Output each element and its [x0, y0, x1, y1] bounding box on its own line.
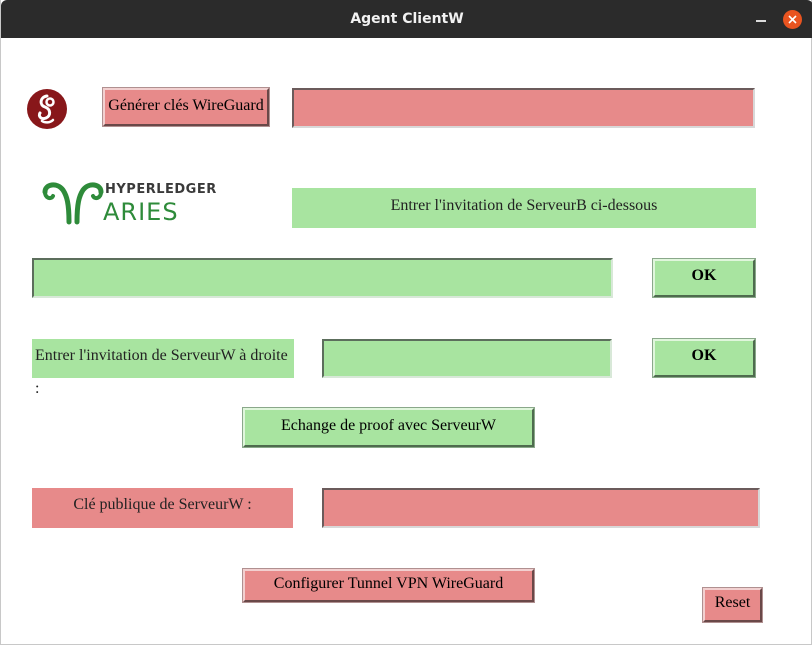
reset-button[interactable]: Reset [702, 587, 763, 623]
close-icon[interactable] [783, 10, 802, 29]
proof-exchange-button[interactable]: Echange de proof avec ServeurW [242, 407, 535, 448]
minimize-icon[interactable] [751, 12, 771, 28]
wireguard-keys-field[interactable] [292, 88, 755, 128]
generate-keys-button[interactable]: Générer clés WireGuard [102, 87, 270, 127]
invitation-w-field[interactable] [322, 339, 612, 378]
wireguard-logo-icon [26, 88, 68, 130]
configure-vpn-button[interactable]: Configurer Tunnel VPN WireGuard [242, 568, 535, 603]
invitation-b-label: Entrer l'invitation de ServeurB ci-desso… [292, 188, 756, 228]
invitation-w-ok-button[interactable]: OK [652, 338, 756, 378]
invitation-w-label: Entrer l'invitation de ServeurW à droite… [32, 339, 294, 397]
title-bar[interactable]: Agent ClientW [1, 0, 812, 38]
public-key-field[interactable] [322, 488, 760, 528]
hyperledger-aries-logo: HYPERLEDGER ARIES [41, 180, 231, 226]
aries-text: ARIES [103, 198, 179, 226]
hyperledger-text: HYPERLEDGER [105, 182, 217, 197]
invitation-b-field[interactable] [32, 258, 613, 298]
invitation-b-ok-button[interactable]: OK [652, 258, 756, 298]
window-title: Agent ClientW [350, 11, 464, 27]
public-key-label: Clé publique de ServeurW : [32, 488, 293, 528]
